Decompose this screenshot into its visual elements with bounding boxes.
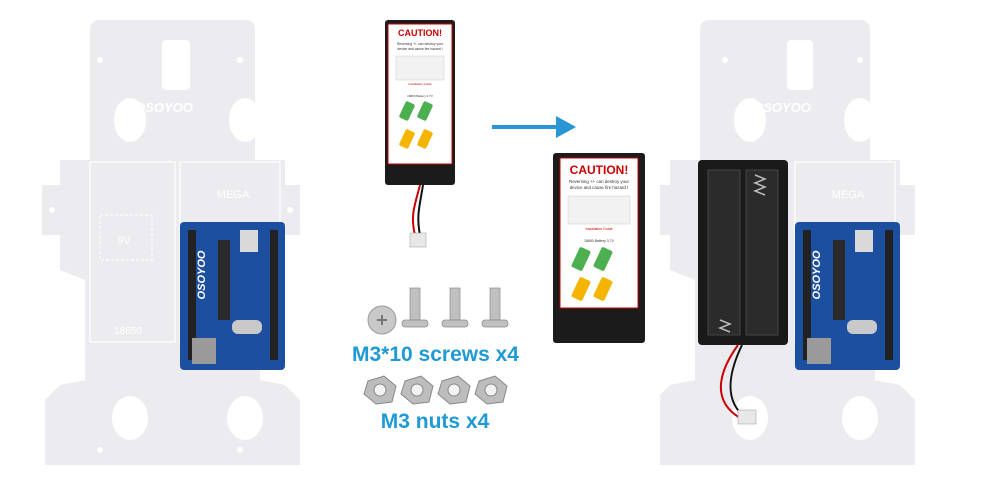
nuts-illustration <box>363 375 508 405</box>
large-caution-text-1: Reversing +/- can destroy your <box>569 179 629 184</box>
left-board-brand: OSOYOO <box>196 250 208 299</box>
screws-illustration <box>367 287 509 335</box>
left-18650-label: 18650 <box>114 326 142 337</box>
right-chassis: OSOYOO MEGA OSOYOO <box>660 20 915 465</box>
nuts-caption: M3 nuts x4 <box>380 410 490 433</box>
right-mega-label: MEGA <box>832 189 865 201</box>
arrow-right-icon <box>492 116 576 138</box>
large-caution-text-2: device and cause fire hazard ! <box>570 185 629 190</box>
large-battery-type: 18650 Battery 3.7V <box>584 239 615 243</box>
left-chassis: OSOYOO MEGA 9V 18650 OSOYOO <box>42 20 300 465</box>
battery-box-large: CAUTION! Reversing +/- can destroy your … <box>553 153 645 343</box>
small-battery-type: 18650 Battery 3.7V <box>407 94 433 98</box>
left-arduino-board: OSOYOO <box>180 222 285 370</box>
left-chassis-brand: OSOYOO <box>135 100 193 115</box>
left-9v-label: 9V <box>117 235 131 247</box>
large-install-guide: Installation Guide <box>585 227 612 231</box>
battery-box-small: CAUTION! Reversing +/- can destroy your … <box>385 20 455 248</box>
right-chassis-brand: OSOYOO <box>753 100 811 115</box>
screws-caption: M3*10 screws x4 <box>352 343 519 366</box>
small-caution-text-1: Reversing +/- can destroy your <box>397 42 444 46</box>
small-caution-text-2: device and cause fire hazard ! <box>397 47 442 51</box>
small-install-guide: Installation Guide <box>408 82 432 86</box>
right-arduino-board: OSOYOO <box>795 222 900 370</box>
right-board-brand: OSOYOO <box>811 250 823 299</box>
small-caution-title: CAUTION! <box>398 28 442 38</box>
open-battery-holder <box>698 160 788 345</box>
large-caution-title: CAUTION! <box>570 163 629 177</box>
left-mega-label: MEGA <box>217 189 250 201</box>
